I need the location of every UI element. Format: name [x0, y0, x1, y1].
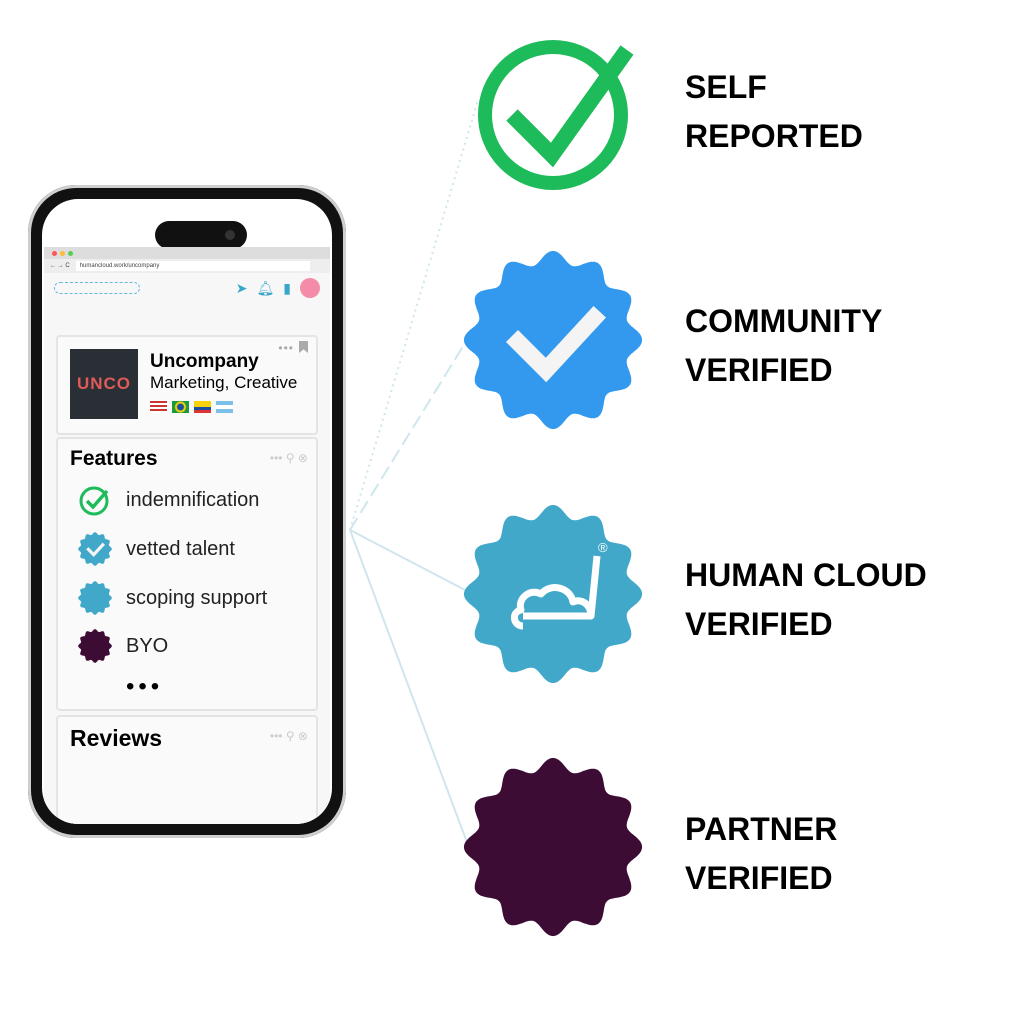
self-reported-check-icon	[478, 40, 634, 190]
community-verified-badge-icon	[78, 532, 112, 566]
feature-item: indemnification	[78, 483, 259, 517]
company-name: Uncompany	[150, 351, 259, 372]
phone-mockup: ← → C humancloud.work/uncompany ➤ 🔔︎ ▮ U…	[28, 185, 346, 838]
registered-mark: ®	[598, 540, 608, 555]
features-card: Features ••• ⚲ ⊗ indemnification vetted …	[56, 437, 318, 711]
more-options-button[interactable]: •••	[278, 341, 294, 355]
feature-label: vetted talent	[126, 537, 235, 560]
bell-icon[interactable]: 🔔︎	[256, 279, 275, 296]
argentina-flag-icon	[216, 401, 233, 413]
browser-window: ← → C humancloud.work/uncompany ➤ 🔔︎ ▮ U…	[44, 247, 330, 824]
phone-screen: ← → C humancloud.work/uncompany ➤ 🔔︎ ▮ U…	[42, 199, 332, 824]
human-cloud-verified-badge-icon	[78, 581, 112, 615]
community-verified-badge-icon	[463, 250, 643, 430]
company-category: Marketing, Creative	[150, 373, 298, 392]
feature-item: BYO	[78, 629, 168, 663]
search-input[interactable]	[54, 282, 140, 294]
more-features-button[interactable]: •••	[126, 673, 164, 700]
reviews-card: Reviews ••• ⚲ ⊗	[56, 715, 318, 824]
address-bar: ← → C humancloud.work/uncompany	[44, 259, 330, 273]
feature-item: scoping support	[78, 581, 267, 615]
feature-label: BYO	[126, 634, 169, 657]
feature-item: vetted talent	[78, 532, 235, 566]
avatar[interactable]	[300, 278, 320, 298]
save-bookmark-icon[interactable]	[299, 341, 308, 353]
tab-bar	[44, 247, 330, 259]
send-icon[interactable]: ➤	[235, 279, 248, 296]
features-controls[interactable]: ••• ⚲ ⊗	[269, 451, 308, 465]
company-card: UNCO Uncompany Marketing, Creative •••	[56, 335, 318, 435]
reviews-controls[interactable]: ••• ⚲ ⊗	[269, 729, 308, 743]
colombia-flag-icon	[194, 401, 211, 413]
close-window-dot[interactable]	[52, 250, 57, 256]
partner-verified-badge-icon	[78, 629, 112, 663]
minimize-window-dot[interactable]	[60, 250, 65, 256]
us-flag-icon	[150, 401, 167, 413]
feature-label: indemnification	[126, 488, 260, 511]
feature-label: scoping support	[126, 586, 268, 609]
company-logo: UNCO	[70, 349, 138, 419]
reviews-title: Reviews	[70, 725, 163, 751]
human-cloud-verified-badge-icon	[463, 504, 643, 684]
brazil-flag-icon	[172, 401, 189, 413]
self-reported-check-icon	[79, 486, 109, 516]
app-header: ➤ 🔔︎ ▮	[44, 273, 330, 303]
bookmark-icon[interactable]: ▮	[283, 279, 291, 296]
nav-arrows-icon[interactable]: ← → C	[50, 263, 70, 269]
partner-verified-badge-icon	[463, 757, 643, 937]
maximize-window-dot[interactable]	[68, 250, 73, 256]
features-title: Features	[70, 447, 158, 470]
camera-notch	[155, 221, 247, 249]
url-input[interactable]: humancloud.work/uncompany	[75, 261, 310, 271]
